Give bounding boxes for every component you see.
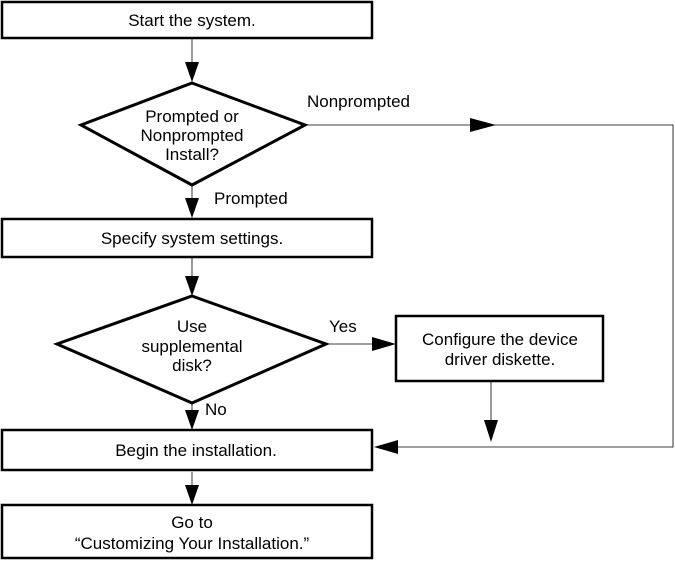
supplemental-decision-line-2: supplemental xyxy=(141,337,242,356)
arrowhead-to-configure xyxy=(372,337,396,351)
goto-line-1: Go to xyxy=(171,513,213,532)
arrowhead-to-begin-from-right xyxy=(374,440,398,454)
start-node: Start the system. xyxy=(0,0,374,40)
supplemental-decision-line-3: disk? xyxy=(172,356,212,375)
supplemental-decision-line-1: Use xyxy=(177,317,207,336)
connectors xyxy=(191,38,674,487)
configure-line-2: driver diskette. xyxy=(445,350,556,369)
arrowhead-to-goto xyxy=(185,485,199,505)
begin-node-label: Begin the installation. xyxy=(115,441,277,460)
install-decision-line-3: Install? xyxy=(165,145,219,164)
edge-label-prompted: Prompted xyxy=(214,189,288,208)
goto-node: Go to “Customizing Your Installation.” xyxy=(0,503,374,560)
begin-node: Begin the installation. xyxy=(0,428,374,472)
arrowhead-to-install-decision xyxy=(185,62,199,82)
arrowhead-configure-down xyxy=(484,420,498,442)
configure-line-1: Configure the device xyxy=(422,330,578,349)
arrowheads xyxy=(185,62,498,505)
install-decision-line-1: Prompted or xyxy=(145,107,239,126)
edge-label-no: No xyxy=(205,400,227,419)
settings-node-label: Specify system settings. xyxy=(101,229,283,248)
arrowhead-nonprompted-right xyxy=(470,118,496,132)
arrowhead-to-supplemental-decision xyxy=(185,276,199,296)
arrowhead-to-begin-from-no xyxy=(185,410,199,430)
start-node-label: Start the system. xyxy=(128,11,256,30)
settings-node: Specify system settings. xyxy=(0,217,374,259)
arrowhead-to-settings xyxy=(185,198,199,218)
configure-node: Configure the device driver diskette. xyxy=(394,314,605,383)
connector-nonprompted-path xyxy=(305,124,674,448)
install-decision-node: Prompted or Nonprompted Install? xyxy=(77,81,309,187)
edge-label-yes: Yes xyxy=(329,317,357,336)
edge-label-nonprompted: Nonprompted xyxy=(307,92,410,111)
goto-line-2: “Customizing Your Installation.” xyxy=(75,534,310,553)
install-decision-line-2: Nonprompted xyxy=(140,126,243,145)
supplemental-decision-node: Use supplemental disk? xyxy=(52,294,331,405)
